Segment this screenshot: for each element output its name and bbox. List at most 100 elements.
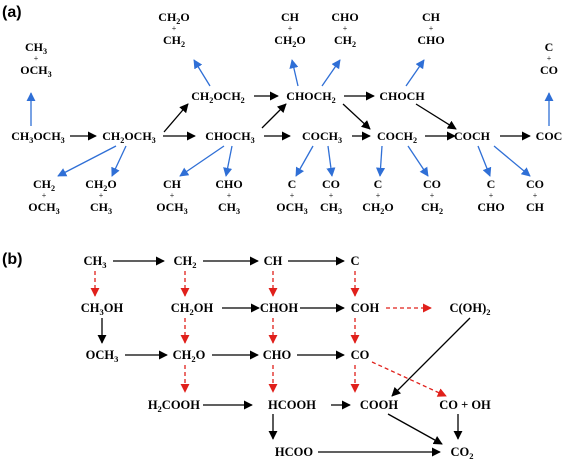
product-top-species: C [288,177,297,191]
species-hcooh: HCOOH [268,398,316,412]
product-bottom-species: OCH3 [276,200,307,216]
arrow-a-blue-3 [111,145,127,177]
product-top-species: CO [423,177,441,191]
product-plus-sign: + [172,24,177,33]
product-bottom-species: CH3 [320,200,342,216]
arrow-b-black-15 [387,413,443,445]
species-choh: CHOH [260,301,298,315]
arrow-a-blue-6 [223,145,233,177]
product-ch-och3: CH+OCH3 [156,177,187,216]
arrow-a-black-10 [415,103,457,130]
product-plus-sign: + [547,54,552,63]
species-coh2: C(OH)2 [449,301,490,317]
arrow-a-blue-13 [376,145,386,177]
product-bottom-species: CH3 [90,200,112,216]
species-co: CO [351,348,370,362]
arrow-a-black-8 [342,103,371,130]
arrow-a-blue-7 [289,59,299,87]
species-ch3oh: CH3OH [81,301,124,317]
product-c-cho: C+CHO [477,177,504,214]
species-cooh: COOH [360,398,398,412]
species-och3: OCH3 [86,348,119,364]
product-plus-sign: + [430,191,435,200]
product-top-species: CH [163,177,182,191]
panel-a-label: (a) [2,4,22,21]
product-plus-sign: + [489,191,494,200]
product-ch-ch2o: CH+CH2O [274,10,305,49]
arrow-a-black-2 [163,103,189,133]
product-ch2o-ch3: CH2O+CH3 [85,177,116,216]
panel-a-black-arrows [70,91,531,141]
product-top-species: CH [281,10,300,24]
species-coc: COC [536,129,563,143]
arrow-a-black-5 [261,103,287,129]
arrow-a-blue-8 [321,59,341,87]
arrow-a-blue-14 [407,145,429,177]
product-bottom-species: CH2O [362,200,393,216]
arrow-a-blue-15 [477,145,492,177]
arrow-a-blue-12 [326,145,336,177]
product-top-species: CHO [215,177,242,191]
product-top-species: C [487,177,496,191]
species-ch3: CH3 [84,254,107,270]
species-co2: CO2 [451,445,474,461]
species-cho: CHO [263,348,292,362]
product-bottom-species: CH3 [218,200,240,216]
arrow-b-black-12 [391,317,471,397]
product-bottom-species: CHO [417,33,444,47]
product-plus-sign: + [288,24,293,33]
species-h2cooh: H2COOH [148,398,200,414]
product-plus-sign: + [376,191,381,200]
species-coch: COCH [454,129,491,143]
panel-b-red-arrows [90,271,447,397]
species-coh: COH [351,301,380,315]
species-ch: CH [264,254,283,268]
panel-a-products: CH3+OCH3 CH2O+CH2 CH+CH2O CHO+CH2 CH+CHO… [20,10,558,216]
product-top-species: CO [322,177,340,191]
product-ch-cho: CH+CHO [417,10,444,47]
product-bottom-species: OCH3 [156,200,187,216]
product-plus-sign: + [290,191,295,200]
panel-b-species: CH3 CH2 CH C CH3OH CH2OH CHOH COH C(OH)2… [81,254,491,461]
species-ch3och3: CH3OCH3 [11,129,65,145]
product-top-species: CHO [331,10,358,24]
product-ch2-och3: CH2+OCH3 [28,177,59,216]
product-bottom-species: CH2 [421,200,443,216]
panel-a-blue-arrows [26,59,554,177]
species-ch2oh: CH2OH [171,301,214,317]
product-plus-sign: + [533,191,538,200]
panel-a-species: CH3OCH3 CH2OCH3 CH2OCH2 CHOCH3 CHOCH2 CH… [11,89,562,145]
product-ch2o-ch2: CH2O+CH2 [158,10,189,49]
species-c: C [350,254,359,268]
product-bottom-species: OCH3 [20,63,51,79]
species-ch2o: CH2O [173,348,206,364]
product-plus-sign: + [42,191,47,200]
product-bottom-species: CH2 [334,33,356,49]
product-bottom-species: CH [526,200,545,214]
panel-b-black-arrows [97,256,471,457]
species-ch2: CH2 [174,254,197,270]
product-top-species: C [545,40,554,54]
arrow-a-blue-2 [57,145,117,177]
species-coch3: COCH3 [302,129,342,145]
product-top-species: CH3 [25,40,47,56]
product-bottom-species: CHO [477,200,504,214]
product-c-co: C+CO [540,40,558,77]
product-plus-sign: + [170,191,175,200]
arrow-a-blue-4 [193,59,211,87]
species-ch2och2: CH2OCH2 [191,89,245,105]
product-top-species: CH2O [158,10,189,26]
product-plus-sign: + [227,191,232,200]
product-top-species: CH2O [85,177,116,193]
species-hcoo: HCOO [275,445,313,459]
species-chooch3: CHOCH3 [205,129,254,145]
product-top-species: CH [422,10,441,24]
product-top-species: C [374,177,383,191]
panel-b-label: (b) [2,251,22,268]
product-c-och3: C+OCH3 [276,177,307,216]
product-plus-sign: + [343,24,348,33]
product-plus-sign: + [99,191,104,200]
arrow-a-blue-9 [405,59,425,87]
product-cho-ch2: CHO+CH2 [331,10,358,49]
product-bottom-species: CO [540,63,558,77]
